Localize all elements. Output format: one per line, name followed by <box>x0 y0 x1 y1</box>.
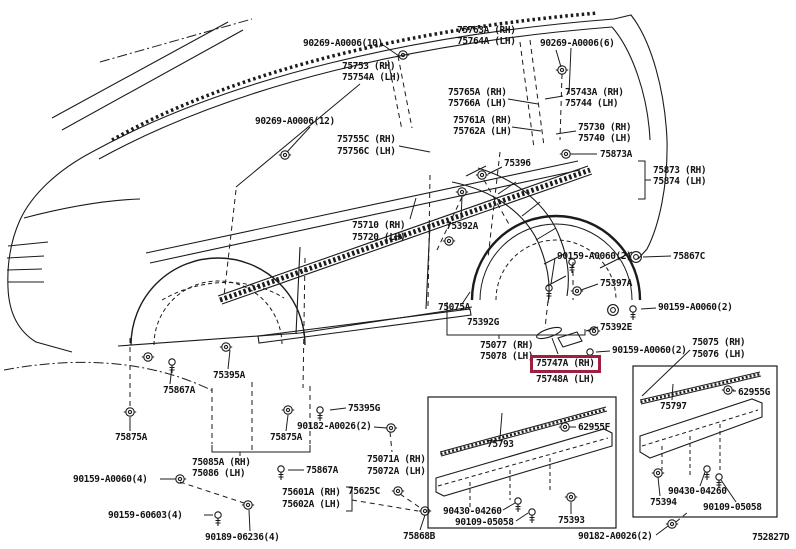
part-label-75797[interactable]: 75797 <box>660 401 687 412</box>
part-label-75765a-rh[interactable]: 75765A (RH) <box>448 87 507 98</box>
part-label-75743a-rh[interactable]: 75743A (RH) <box>565 87 624 98</box>
part-label-90182-a0026-2[interactable]: 90182-A0026(2) <box>297 421 372 432</box>
part-label-75710-rh[interactable]: 75710 (RH) <box>352 220 406 231</box>
part-label-90159-60603-4[interactable]: 90159-60603(4) <box>108 510 183 521</box>
part-label-75756c-lh[interactable]: 75756C (LH) <box>337 146 396 157</box>
part-label-75085a-rh[interactable]: 75085A (RH) <box>192 457 251 468</box>
part-label-75748a-lh[interactable]: 75748A (LH) <box>536 374 595 385</box>
part-label-75867a[interactable]: 75867A <box>306 465 338 476</box>
part-label-75072a-lh[interactable]: 75072A (LH) <box>367 466 426 477</box>
part-label-90430-04260[interactable]: 90430-04260 <box>668 486 727 497</box>
part-label-75874-lh[interactable]: 75874 (LH) <box>653 176 707 187</box>
part-label-75875a[interactable]: 75875A <box>115 432 147 443</box>
part-label-75763a-rh[interactable]: 75763A (RH) <box>457 25 516 36</box>
part-label-62955f[interactable]: 62955F <box>578 422 610 433</box>
part-label-75793[interactable]: 75793 <box>487 439 514 450</box>
wheel-arches <box>130 165 642 348</box>
part-label-75395g[interactable]: 75395G <box>348 403 380 414</box>
part-label-75075a[interactable]: 75075A <box>438 302 470 313</box>
part-label-75867a[interactable]: 75867A <box>163 385 195 396</box>
part-label-75397a[interactable]: 75397A <box>600 278 632 289</box>
part-label-75393[interactable]: 75393 <box>558 515 585 526</box>
part-label-75766a-lh[interactable]: 75766A (LH) <box>448 98 507 109</box>
part-label-90189-06236-4[interactable]: 90189-06236(4) <box>205 532 280 543</box>
part-label-75395a[interactable]: 75395A <box>213 370 245 381</box>
inset-box-moulding-rear <box>632 365 778 518</box>
part-label-75755c-rh[interactable]: 75755C (RH) <box>337 134 396 145</box>
part-label-90109-05058[interactable]: 90109-05058 <box>455 517 514 528</box>
part-label-75392g[interactable]: 75392G <box>467 317 499 328</box>
part-label-75602a-lh[interactable]: 75602A (LH) <box>282 499 341 510</box>
part-label-90269-a0006-10[interactable]: 90269-A0006(10) <box>303 38 383 49</box>
part-label-75392a[interactable]: 75392A <box>446 221 478 232</box>
callout-brackets <box>211 160 646 512</box>
part-label-90159-a0060-4[interactable]: 90159-A0060(4) <box>73 474 148 485</box>
diagram-code: 752827D <box>752 532 790 543</box>
part-label-75740-lh[interactable]: 75740 (LH) <box>578 133 632 144</box>
inset-box-moulding-front <box>427 396 617 529</box>
part-label-75747a-rh[interactable]: 75747A (RH) <box>530 355 601 373</box>
projection-lines <box>3 18 689 523</box>
part-label-75086-lh[interactable]: 75086 (LH) <box>192 468 246 479</box>
part-label-75730-rh[interactable]: 75730 (RH) <box>578 122 632 133</box>
part-label-75394[interactable]: 75394 <box>650 497 677 508</box>
part-label-75762a-lh[interactable]: 75762A (LH) <box>453 126 512 137</box>
part-label-75868b[interactable]: 75868B <box>403 531 435 542</box>
part-label-90182-a0026-2[interactable]: 90182-A0026(2) <box>578 531 653 542</box>
part-label-90109-05058[interactable]: 90109-05058 <box>703 502 762 513</box>
part-label-75071a-rh[interactable]: 75071A (RH) <box>367 454 426 465</box>
part-label-90159-a0060-2[interactable]: 90159-A0060(2) <box>557 251 632 262</box>
part-label-62955g[interactable]: 62955G <box>738 387 770 398</box>
part-label-75753-rh[interactable]: 75753 (RH) <box>342 61 396 72</box>
part-label-75873-rh[interactable]: 75873 (RH) <box>653 165 707 176</box>
part-label-75075-rh[interactable]: 75075 (RH) <box>692 337 746 348</box>
part-label-75392e[interactable]: 75392E <box>600 322 632 333</box>
part-label-90159-a0060-2[interactable]: 90159-A0060(2) <box>612 345 687 356</box>
part-label-75764a-lh[interactable]: 75764A (LH) <box>457 36 516 47</box>
part-label-90430-04260[interactable]: 90430-04260 <box>443 506 502 517</box>
part-label-75625c[interactable]: 75625C <box>348 486 380 497</box>
part-label-75761a-rh[interactable]: 75761A (RH) <box>453 115 512 126</box>
part-label-75873a[interactable]: 75873A <box>600 149 632 160</box>
part-label-75078-lh[interactable]: 75078 (LH) <box>480 351 534 362</box>
part-label-75754a-lh[interactable]: 75754A (LH) <box>342 72 401 83</box>
part-label-75744-lh[interactable]: 75744 (LH) <box>565 98 619 109</box>
part-label-75875a[interactable]: 75875A <box>270 432 302 443</box>
part-label-75867c[interactable]: 75867C <box>673 251 705 262</box>
part-label-75396[interactable]: 75396 <box>504 158 531 169</box>
part-label-75077-rh[interactable]: 75077 (RH) <box>480 340 534 351</box>
part-label-90269-a0006-12[interactable]: 90269-A0006(12) <box>255 116 335 127</box>
part-label-90159-a0060-2[interactable]: 90159-A0060(2) <box>658 302 733 313</box>
part-label-75720-lh[interactable]: 75720 (LH) <box>352 232 406 243</box>
part-label-75076-lh[interactable]: 75076 (LH) <box>692 349 746 360</box>
part-label-90269-a0006-6[interactable]: 90269-A0006(6) <box>540 38 615 49</box>
part-label-75601a-rh[interactable]: 75601A (RH) <box>282 487 341 498</box>
